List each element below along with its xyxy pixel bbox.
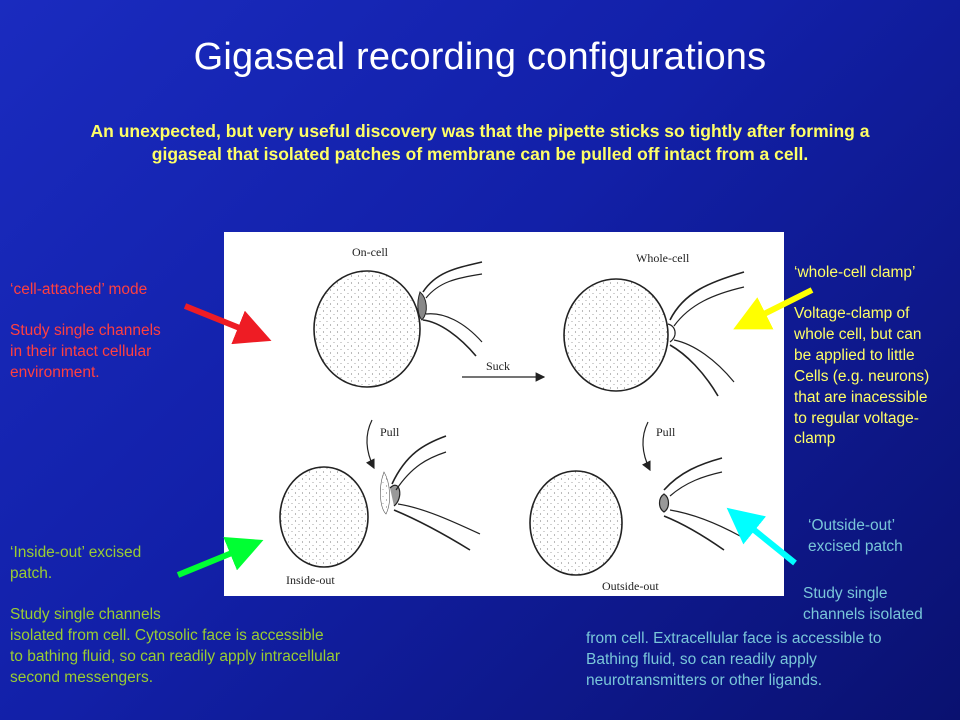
whole-cell-line-5: that are inacessible <box>794 388 928 406</box>
inside-out-line-4: second messengers. <box>10 668 154 686</box>
outside-out-line-1: Study single <box>803 585 888 602</box>
label-suck: Suck <box>486 359 510 373</box>
inside-out-heading-1: ‘Inside-out’ excised <box>10 544 142 561</box>
inside-out-heading-2: patch. <box>10 564 53 582</box>
label-pull-left: Pull <box>380 425 400 439</box>
pull-left-arrow <box>365 419 375 470</box>
on-cell-pipette-upper-inner <box>425 273 483 299</box>
whole-cell-pipette-lower-inner <box>673 339 735 383</box>
on-cell-pipette-lower-inner <box>425 313 483 343</box>
slide-title: Gigaseal recording configurations <box>193 36 767 78</box>
inside-out-pipette-lower-outer <box>393 509 471 551</box>
on-cell-pipette-lower-outer <box>422 319 477 357</box>
whole-cell-line-4: Cells (e.g. neurons) <box>794 367 930 385</box>
on-cell-pipette-upper-outer <box>422 261 483 293</box>
outside-out-line-4: Bathing fluid, so can readily apply <box>586 650 817 668</box>
outside-out-line-2: channels isolated <box>803 605 923 623</box>
inside-out-pipette-lower-inner <box>397 503 481 535</box>
whole-cell-heading: ‘whole-cell clamp’ <box>794 264 916 281</box>
whole-cell-pipette-lower-outer <box>669 344 719 397</box>
cell-attached-line-2: in their intact cellular <box>10 342 152 360</box>
cell-attached-note: ‘cell-attached’ mode Study single channe… <box>10 280 210 384</box>
cell-attached-line-3: environment. <box>10 363 100 381</box>
inside-out-pipette-upper-outer <box>391 435 447 485</box>
outside-out-heading: ‘Outside-out’ excised patch <box>808 516 958 558</box>
cell-attached-heading: ‘cell-attached’ mode <box>10 281 148 298</box>
outside-out-note-bottom: from cell. Extracellular face is accessi… <box>586 629 956 692</box>
outside-out-pipette-upper-inner <box>669 471 723 497</box>
label-whole-cell: Whole-cell <box>636 251 690 265</box>
outside-out-illustration <box>529 457 741 576</box>
whole-cell-illustration <box>563 271 745 397</box>
whole-cell-line-2: whole cell, but can <box>794 325 922 343</box>
inside-out-note: ‘Inside-out’ excised patch. Study single… <box>10 543 430 689</box>
outside-out-pipette-upper-outer <box>663 457 723 491</box>
whole-cell-line-6: to regular voltage- <box>794 409 919 427</box>
on-cell-bleb <box>417 291 427 321</box>
inside-out-line-3: to bathing fluid, so can readily apply i… <box>10 647 340 665</box>
pull-right-arrow <box>641 421 651 472</box>
intro-line-1: An unexpected, but very useful discovery… <box>90 121 870 141</box>
whole-cell-pipette-upper-outer <box>669 271 745 321</box>
inside-out-line-1: Study single channels <box>10 605 161 623</box>
whole-cell-line-1: Voltage-clamp of <box>794 304 910 322</box>
label-pull-right: Pull <box>656 425 676 439</box>
inside-out-patch-debris <box>380 471 390 515</box>
whole-cell-cell <box>563 278 669 392</box>
label-outside-out: Outside-out <box>602 579 659 593</box>
inside-out-pipette-upper-inner <box>395 451 447 491</box>
on-cell-cell <box>313 270 421 388</box>
cyan-arrow <box>726 507 797 566</box>
inside-out-line-2: isolated from cell. Cytosolic face is ac… <box>10 626 324 644</box>
outside-out-note-top: Study single channels isolated <box>803 584 958 626</box>
whole-cell-note: ‘whole-cell clamp’ Voltage-clamp of whol… <box>794 263 960 450</box>
label-on-cell: On-cell <box>352 245 389 259</box>
outside-out-heading-2: excised patch <box>808 537 903 555</box>
green-arrow <box>176 537 264 578</box>
outside-out-pipette-lower-outer <box>663 515 725 551</box>
yellow-arrow <box>733 287 814 330</box>
intro-text: An unexpected, but very useful discovery… <box>20 120 940 166</box>
inside-out-illustration <box>279 435 481 568</box>
whole-cell-pipette-upper-inner <box>673 286 745 327</box>
outside-out-line-3: from cell. Extracellular face is accessi… <box>586 630 882 647</box>
outside-out-heading-1: ‘Outside-out’ <box>808 517 896 534</box>
patch-clamp-diagram: On-cell Whole-cell Suck Pull Pull Inside… <box>279 245 745 593</box>
whole-cell-seal <box>667 323 676 343</box>
outside-out-patch <box>658 493 670 513</box>
cell-attached-line-1: Study single channels <box>10 321 161 339</box>
inside-out-cell <box>279 466 369 568</box>
on-cell-illustration <box>313 261 483 388</box>
outside-out-cell <box>529 470 623 576</box>
whole-cell-line-3: be applied to little <box>794 346 915 364</box>
red-arrow <box>183 303 272 345</box>
patch-clamp-figure: On-cell Whole-cell Suck Pull Pull Inside… <box>224 232 784 596</box>
whole-cell-line-7: clamp <box>794 430 836 448</box>
label-inside-out: Inside-out <box>286 573 335 587</box>
outside-out-line-5: neurotransmitters or other ligands. <box>586 671 823 689</box>
inside-out-patch <box>389 484 401 507</box>
intro-line-2: gigaseal that isolated patches of membra… <box>151 144 809 165</box>
